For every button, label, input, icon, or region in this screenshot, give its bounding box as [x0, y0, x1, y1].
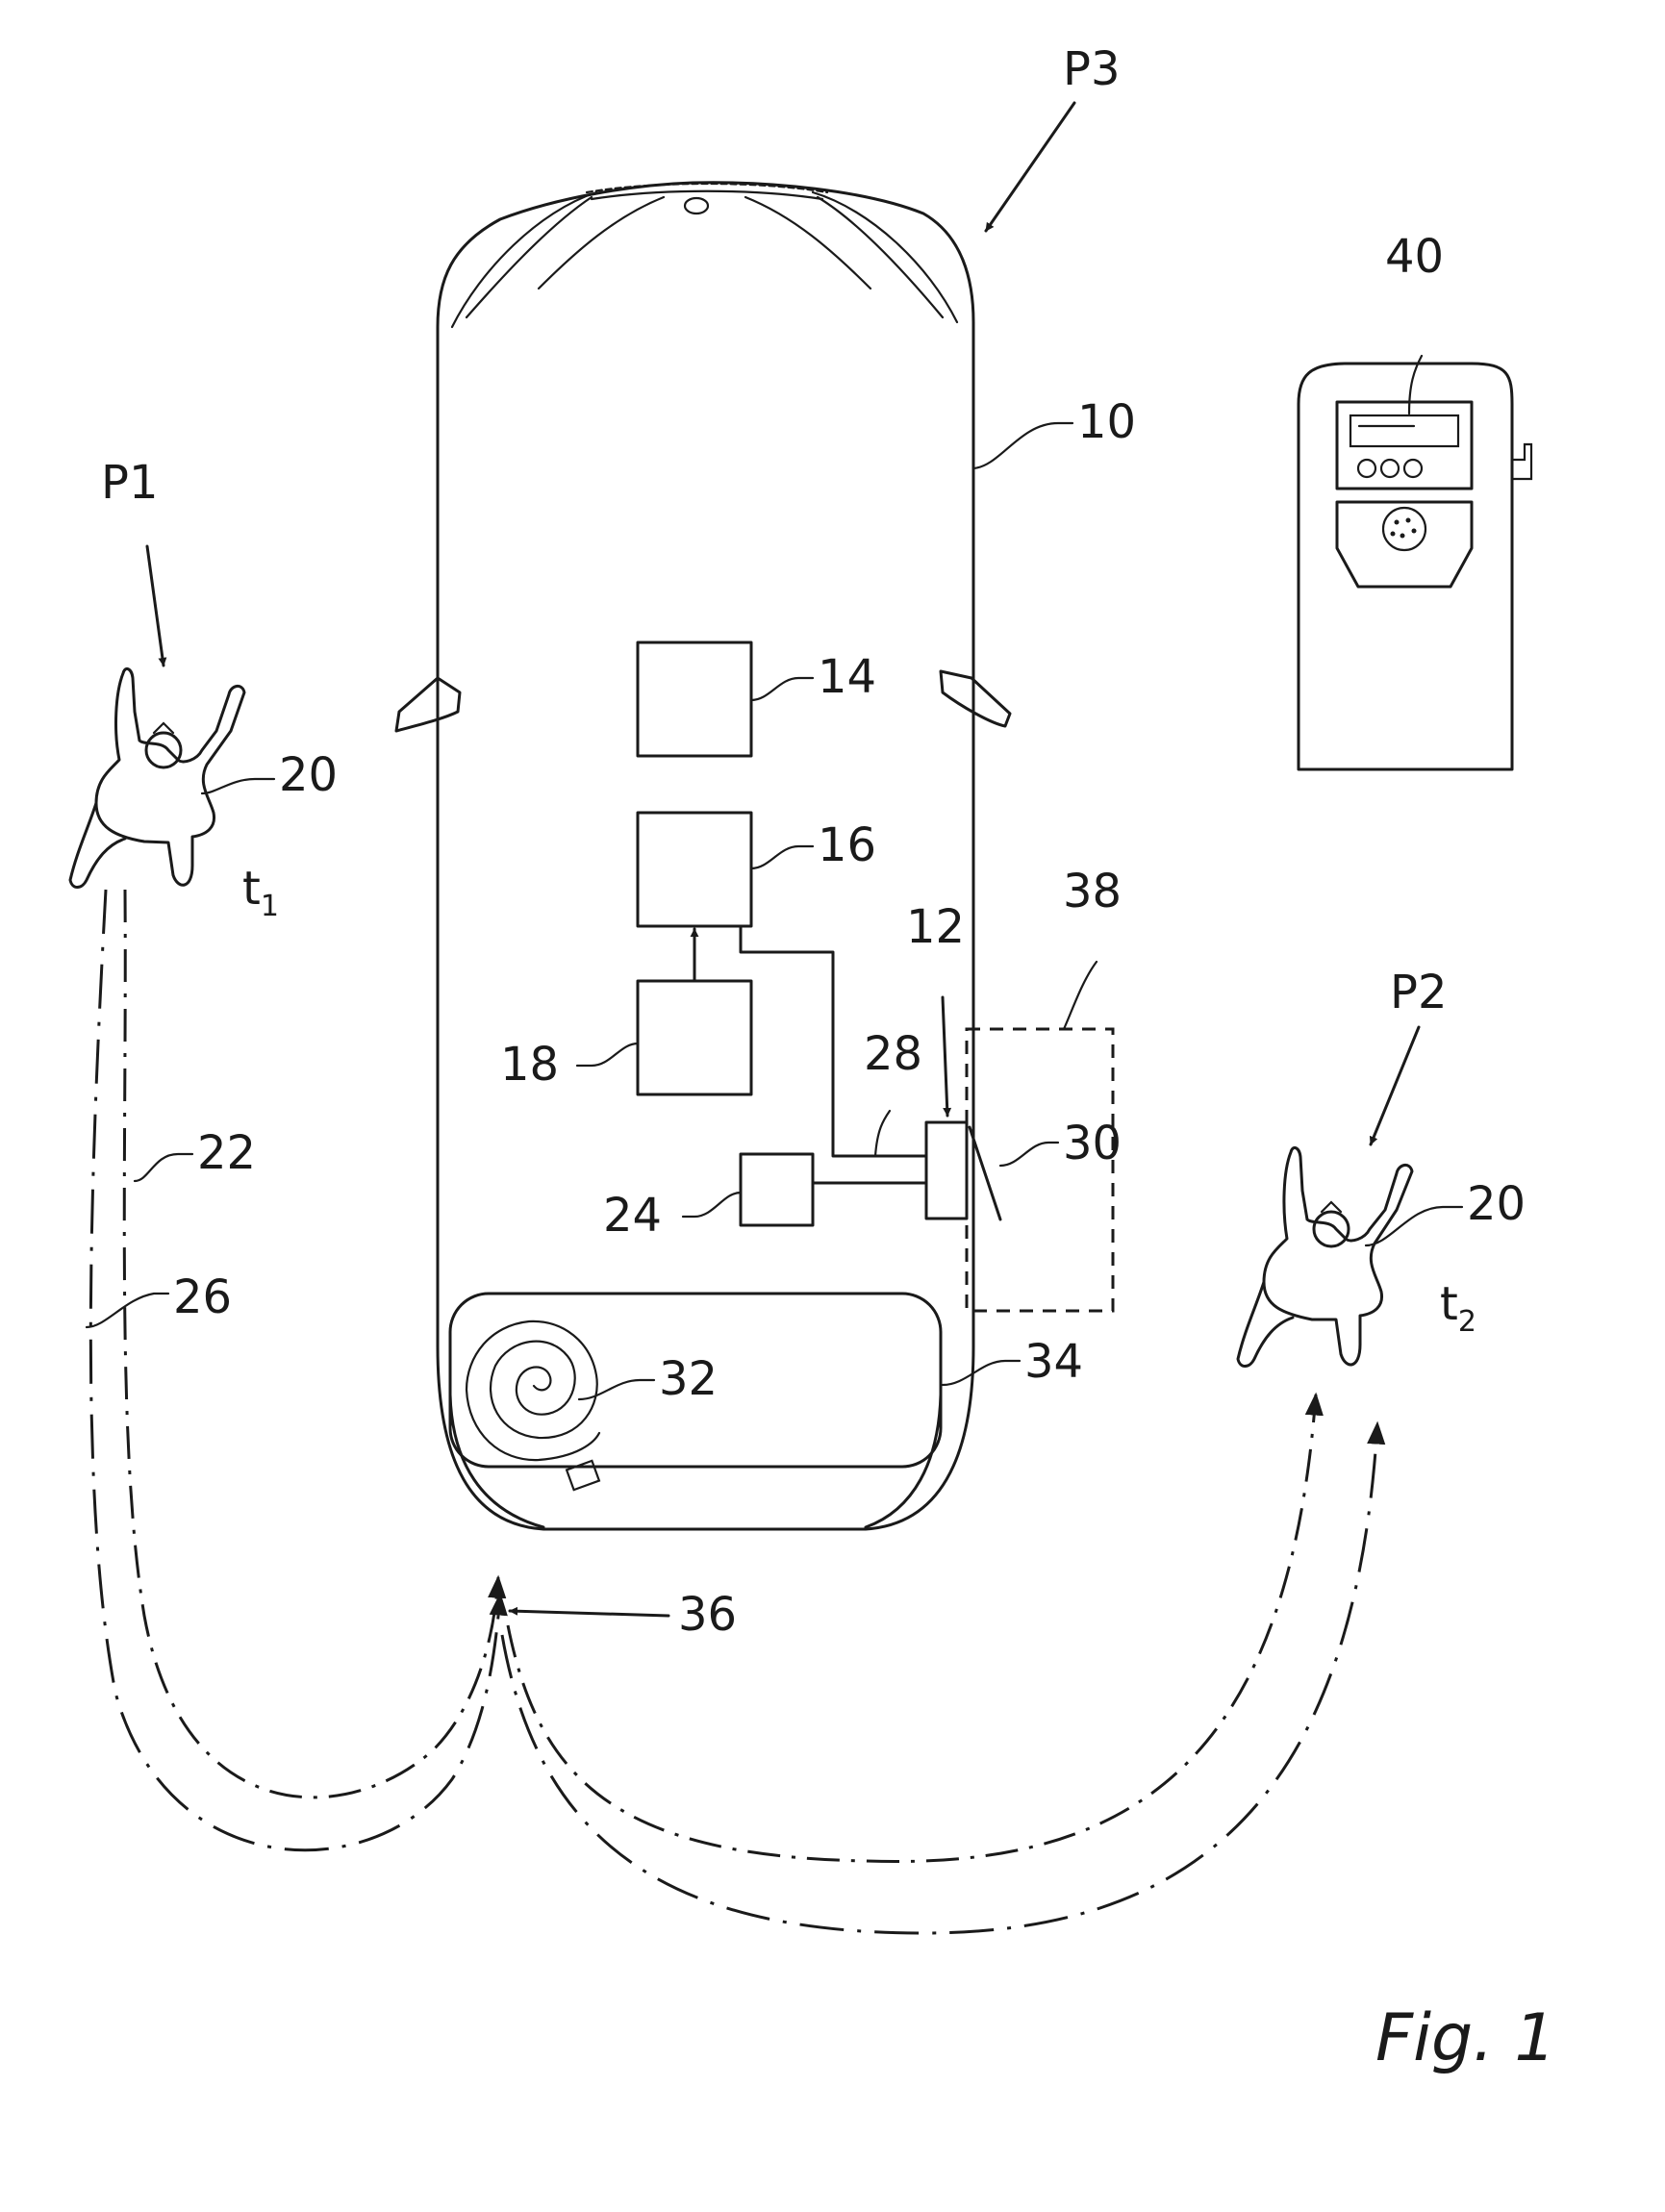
path-26	[88, 889, 508, 1852]
label-28: 28	[864, 1027, 922, 1081]
area-38	[965, 1027, 1115, 1313]
label-t2: t2	[1440, 1277, 1476, 1339]
label-38: 38	[1063, 865, 1122, 918]
path-22	[122, 889, 507, 1799]
flap-30	[968, 1125, 1002, 1221]
block-24	[739, 1152, 815, 1227]
person-p2	[1236, 1145, 1414, 1368]
label-30: 30	[1063, 1117, 1122, 1170]
path-to-p2-outer	[500, 1420, 1386, 1935]
figure-caption: Fig. 1	[1375, 2000, 1556, 2076]
charging-port-12	[924, 1120, 969, 1220]
label-18: 18	[500, 1038, 559, 1092]
label-26: 26	[173, 1270, 232, 1324]
charging-station	[1297, 362, 1533, 771]
label-14: 14	[818, 650, 876, 704]
label-p2: P2	[1390, 966, 1447, 1019]
label-p1: P1	[101, 456, 158, 510]
leader-lines	[85, 354, 1464, 1401]
label-16: 16	[818, 818, 876, 872]
position-arrows	[145, 101, 1421, 1618]
label-12: 12	[906, 900, 965, 954]
label-36: 36	[678, 1588, 737, 1642]
person-p1	[68, 666, 246, 889]
label-p3: P3	[1063, 42, 1120, 96]
walking-paths	[88, 889, 1386, 1935]
label-20-right: 20	[1467, 1177, 1526, 1231]
vehicle-internals	[636, 641, 1115, 1313]
labels: P3 P1 P2 10 40 14 16 18 12 38 28 30 24 2…	[101, 42, 1556, 2076]
block-18	[636, 979, 753, 1096]
label-10: 10	[1077, 395, 1136, 449]
vehicle	[394, 181, 1012, 1531]
label-32: 32	[659, 1352, 718, 1406]
block-16	[636, 811, 753, 928]
block-14	[636, 641, 753, 758]
label-40: 40	[1385, 230, 1444, 284]
line-28	[739, 924, 928, 1158]
label-20-left: 20	[279, 748, 338, 802]
label-24: 24	[603, 1189, 662, 1243]
label-22: 22	[197, 1126, 256, 1180]
label-34: 34	[1024, 1335, 1083, 1389]
label-t1: t1	[242, 862, 279, 923]
path-to-p2-inner	[506, 1392, 1324, 1864]
